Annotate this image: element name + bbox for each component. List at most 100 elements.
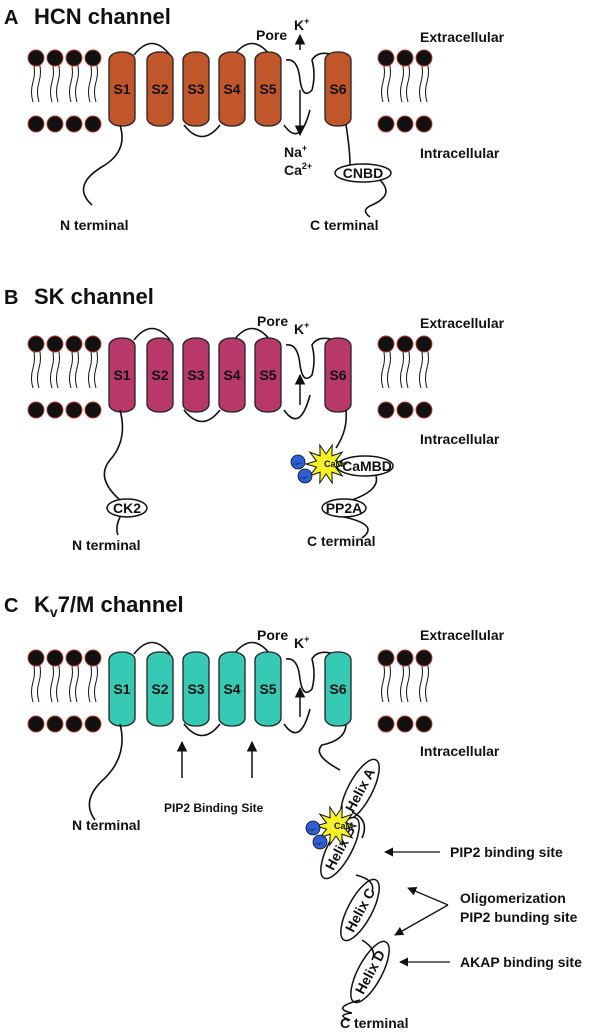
segment-label-s4-b: S4 xyxy=(223,367,240,383)
n-terminal-tail-b xyxy=(103,409,124,501)
lipid-a-head-top-0-3 xyxy=(84,49,102,67)
extracellular-label-c: Extracellular xyxy=(420,627,505,643)
c-terminal-tail-c xyxy=(342,1012,353,1021)
c-terminal-tail-a xyxy=(364,179,387,218)
panel-title-b: SK channel xyxy=(34,284,154,309)
lipid-c-head-top-0-0 xyxy=(27,649,45,667)
n-terminal-label-b: N terminal xyxy=(72,537,140,553)
annotation-oligomerization: Oligomerization xyxy=(460,890,566,906)
helix-shape-c xyxy=(340,878,380,942)
segment-label-s5-a: S5 xyxy=(259,81,276,97)
calcium-ion-c-1 xyxy=(305,820,321,836)
ca-ion-label-c-1: Ca²⁺ xyxy=(308,827,317,832)
cnbd-domain xyxy=(334,163,392,183)
lipid-a-tail-1-0 xyxy=(381,61,391,103)
segment-label-s4-a: S4 xyxy=(223,81,240,97)
lipid-a-head-top-1-2 xyxy=(415,49,433,67)
transmembrane-loops-b xyxy=(133,327,311,423)
segment-s2-b xyxy=(146,337,174,413)
panel-title-a: HCN channel xyxy=(34,4,171,29)
lipid-c-tail-0-0 xyxy=(31,661,41,703)
lipid-b-head-top-0-1 xyxy=(46,335,64,353)
segment-s2-c xyxy=(146,651,174,727)
lipid-b-head-top-0-0 xyxy=(27,335,45,353)
n-terminal-end-b xyxy=(116,516,121,536)
intracellular-label-a: Intracellular xyxy=(420,145,500,161)
cnbd-label: CNBD xyxy=(343,165,383,181)
lipid-a-head-bottom-0-3 xyxy=(84,115,102,133)
annotation-arrow-2a xyxy=(407,887,449,906)
pore-loop-b xyxy=(285,337,335,380)
intracellular-label-b: Intracellular xyxy=(420,431,500,447)
transmembrane-loops-a xyxy=(133,42,311,138)
ion-out-label-b: K+ xyxy=(294,320,309,337)
segment-s3-b xyxy=(182,337,210,413)
segment-s4-b xyxy=(218,337,246,413)
ca-ion-label-c-2: Ca²⁺ xyxy=(315,841,324,846)
segment-label-s4-c: S4 xyxy=(223,681,240,697)
segment-label-s6-a: S6 xyxy=(329,81,346,97)
lipid-bilayer-a xyxy=(27,49,433,133)
lipid-c-head-top-0-2 xyxy=(65,649,83,667)
segment-s4-a xyxy=(218,51,246,127)
helix-c: Helix C xyxy=(340,878,380,942)
segment-label-s2-c: S2 xyxy=(151,681,168,697)
segment-label-s3-b: S3 xyxy=(187,367,204,383)
lipid-b-tail-0-1 xyxy=(50,347,60,389)
lipid-a-head-top-0-0 xyxy=(27,49,45,67)
lipid-c-head-top-1-0 xyxy=(377,649,395,667)
lipid-b-head-top-0-2 xyxy=(65,335,83,353)
lipid-bilayer-c xyxy=(27,649,433,733)
segment-s4-c xyxy=(218,651,246,727)
lipid-c-head-bottom-0-1 xyxy=(46,715,64,733)
lipid-b-head-bottom-0-2 xyxy=(65,401,83,419)
helix-linkers xyxy=(342,811,375,1014)
annotation-akap-binding: AKAP binding site xyxy=(460,954,582,970)
ca-ion-label-b-2: Ca²⁺ xyxy=(300,475,309,480)
cambd-label: CaMBD xyxy=(342,458,392,474)
segment-s5-b xyxy=(254,337,282,413)
lipid-b-tail-0-2 xyxy=(69,347,79,389)
extracellular-label-a: Extracellular xyxy=(420,29,505,45)
ion-in-label-1-a: Na+ xyxy=(284,143,307,160)
lipid-a-head-bottom-1-1 xyxy=(396,115,414,133)
lipid-b-tail-1-1 xyxy=(400,347,410,389)
cam-label-b: CaM xyxy=(324,459,343,469)
lipid-b-head-top-1-0 xyxy=(377,335,395,353)
segment-s2-a xyxy=(146,51,174,127)
lipid-a-head-bottom-1-0 xyxy=(377,115,395,133)
lipid-b-head-bottom-1-2 xyxy=(415,401,433,419)
pore-label-c: Pore xyxy=(257,627,288,643)
segment-s3-c xyxy=(182,651,210,727)
ca-ion-label-b-1: Ca²⁺ xyxy=(293,461,302,466)
ion-out-label-c: K+ xyxy=(294,634,309,651)
lipid-b-head-bottom-0-3 xyxy=(84,401,102,419)
cam-label-c: CaM xyxy=(334,821,353,831)
c-terminal-tail-b xyxy=(343,516,369,539)
lipid-c-tail-0-1 xyxy=(50,661,60,703)
lipid-c-head-bottom-1-2 xyxy=(415,715,433,733)
lipid-b-head-top-1-1 xyxy=(396,335,414,353)
segment-s3-a xyxy=(182,51,210,127)
lipid-b-head-top-0-3 xyxy=(84,335,102,353)
lipid-b-head-top-1-2 xyxy=(415,335,433,353)
lipid-a-tail-1-2 xyxy=(419,61,429,103)
lipid-a-head-top-1-1 xyxy=(396,49,414,67)
calcium-ion-b-2 xyxy=(297,468,313,484)
panel-letter-b: B xyxy=(4,287,18,309)
n-terminal-tail-a xyxy=(82,124,123,206)
lipid-a-head-bottom-1-2 xyxy=(415,115,433,133)
linker-b-2 xyxy=(351,475,378,501)
c-terminal-label-a: C terminal xyxy=(310,217,378,233)
lipid-b-head-bottom-0-1 xyxy=(46,401,64,419)
pore-loop-a xyxy=(285,52,335,95)
intracellular-label-c: Intracellular xyxy=(420,743,500,759)
lipid-c-tail-0-3 xyxy=(88,661,98,703)
segment-label-s2-b: S2 xyxy=(151,367,168,383)
